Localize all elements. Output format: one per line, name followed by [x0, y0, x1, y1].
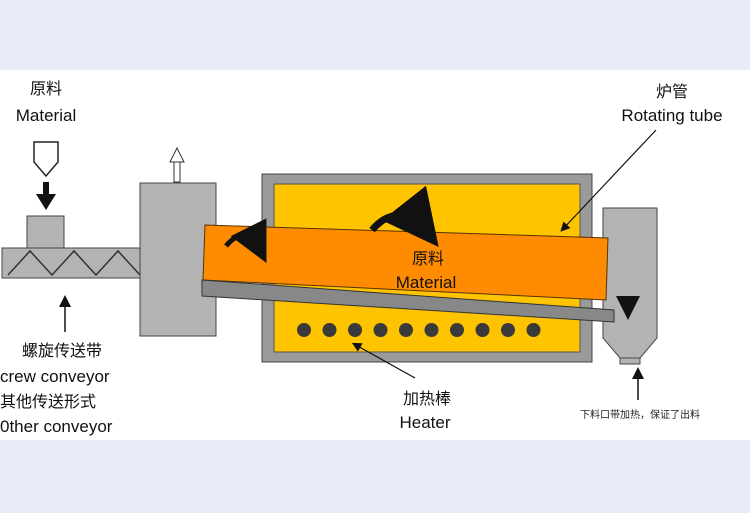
- tube-base-rail: [201, 279, 615, 323]
- heater-rod: [501, 323, 515, 337]
- rotating-tube-en-label: Rotating tube: [621, 106, 722, 125]
- diagram-canvas: 原料 Material 炉管 Rotating tube 原料 Material…: [0, 70, 750, 440]
- tumble-flow-arrow-icon: [369, 185, 439, 247]
- rotary-furnace-diagram: 原料 Material 炉管 Rotating tube 原料 Material…: [0, 80, 723, 436]
- heater-rod: [424, 323, 439, 337]
- screw-conveyor-en-label: crew conveyor: [0, 367, 110, 386]
- material-in-tube-en-label: Material: [396, 273, 456, 292]
- heater-en-label: Heater: [399, 413, 450, 432]
- heater-rod: [322, 323, 337, 337]
- exhaust-arrow-icon: [169, 146, 185, 183]
- discharge-outlet: [619, 357, 641, 365]
- hopper-funnel: [33, 141, 59, 178]
- rotating-tube: [202, 224, 609, 301]
- other-conveyor-en-label: 0ther conveyor: [0, 417, 113, 436]
- heater-pointer: [351, 342, 416, 379]
- screw-conveyor-cn-label: 螺旋传送带: [22, 342, 102, 360]
- discharge-chute: [602, 207, 658, 359]
- heater-rods: [297, 323, 541, 337]
- discharge-note-label: 下料口带加热，保证了出料: [580, 408, 700, 421]
- heater-rod: [450, 323, 464, 337]
- rotating-tube-cn-label: 炉管: [656, 83, 688, 101]
- feed-box: [26, 215, 65, 251]
- heater-rod: [348, 323, 362, 337]
- rotating-tube-pointer: [560, 129, 657, 232]
- heater-rod: [297, 323, 311, 337]
- heater-rod: [399, 323, 413, 337]
- material-in-tube-cn-label: 原料: [412, 250, 444, 268]
- outlet-flow-arrow-icon: [615, 295, 640, 320]
- heater-rod: [373, 323, 388, 337]
- heater-rod: [526, 323, 541, 337]
- heater-cn-label: 加热棒: [403, 390, 451, 408]
- inlet-flow-arrow-icon: [224, 218, 267, 263]
- material-top-cn-label: 原料: [30, 80, 62, 98]
- material-top-en-label: Material: [16, 106, 76, 125]
- feed-arrow-icon: [36, 182, 56, 210]
- other-conveyor-cn-label: 其他传送形式: [0, 393, 96, 411]
- heater-rod: [475, 323, 490, 337]
